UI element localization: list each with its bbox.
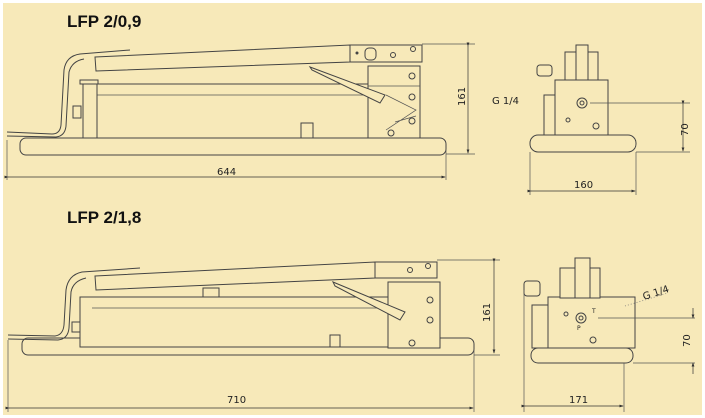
- model-2-end-view: P T G 1/4 70 171: [521, 257, 695, 412]
- model-1-width-dim: 160: [574, 180, 593, 191]
- model-2-port-height-dim: 70: [682, 334, 693, 347]
- model-1-title: LFP 2/0,9: [67, 12, 141, 31]
- model-2-width-dim: 171: [569, 395, 588, 406]
- model-1-port-height-dim: 70: [680, 123, 691, 136]
- model-2-title: LFP 2/1,8: [67, 208, 141, 227]
- reservoir: [79, 296, 391, 348]
- port-label-t: T: [591, 308, 596, 315]
- model-1-length-dim: 644: [217, 167, 236, 178]
- model-2-height-dim: 161: [482, 303, 493, 322]
- end-base: [530, 347, 634, 364]
- end-body: [547, 296, 636, 349]
- model-1-port-label: G 1/4: [492, 96, 519, 107]
- reservoir: [83, 83, 370, 139]
- model-1: LFP 2/0,9 644: [4, 12, 691, 195]
- filler-cap: [202, 287, 220, 298]
- model-1-height-dim: 161: [457, 87, 468, 106]
- model-2-port-label: G 1/4: [642, 284, 671, 303]
- release-pedal: [331, 281, 406, 321]
- handle-head: [349, 44, 423, 63]
- handle: [94, 44, 351, 72]
- handle-head: [374, 261, 438, 279]
- end-base: [529, 134, 637, 153]
- model-1-end-view: G 1/4 70 160: [492, 44, 691, 195]
- model-2-length-dim: 710: [227, 395, 246, 406]
- pedal-lever: [6, 49, 131, 135]
- model-2: LFP 2/1,8 710 161: [5, 208, 695, 412]
- model-1-side-view: 644 161: [4, 42, 475, 180]
- handle: [94, 261, 376, 291]
- model-2-side-view: 710 161: [5, 258, 500, 412]
- pedal-lever: [7, 267, 141, 337]
- pump-unit: [367, 65, 421, 139]
- port-label-p: P: [577, 325, 581, 332]
- base-plate: [19, 137, 447, 156]
- release-pedal: [308, 65, 386, 104]
